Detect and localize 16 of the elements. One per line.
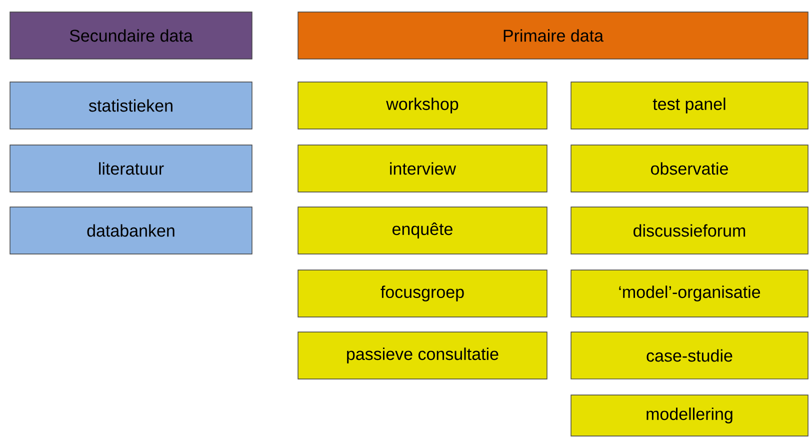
category-box: statistieken [10, 82, 252, 130]
method-box: test panel [570, 82, 808, 130]
method-box: ‘model’-organisatie [570, 270, 808, 318]
method-box: focusgroep [298, 270, 548, 318]
header-box: Secundaire data [10, 12, 252, 60]
header-box: Primaire data [298, 12, 808, 60]
method-box: modellering [570, 394, 808, 436]
method-box: passieve consultatie [298, 332, 548, 380]
category-box: databanken [10, 206, 252, 254]
method-box: workshop [298, 82, 548, 130]
method-box: enquête [298, 206, 548, 254]
category-box: literatuur [10, 144, 252, 192]
method-box: case-studie [570, 332, 808, 380]
method-box: interview [298, 144, 548, 192]
method-box: discussieforum [570, 206, 808, 254]
method-box: observatie [570, 144, 808, 192]
